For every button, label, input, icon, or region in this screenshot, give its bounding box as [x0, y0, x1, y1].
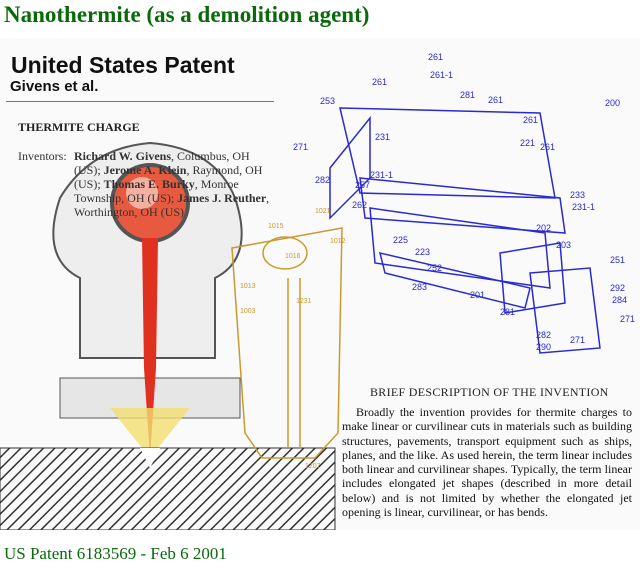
figure-label: 221 [520, 138, 535, 148]
patent-collage-image: 261 261-1 261 281 261 261 221 200 253 231 271 261 23… [0, 38, 640, 530]
figure-label: 225 [393, 235, 408, 245]
figure-label: 1013 [240, 283, 256, 290]
inventor-name: James J. Reuther [177, 191, 267, 205]
figure-label: 231-1 [370, 170, 393, 180]
brief-description-heading: BRIEF DESCRIPTION OF THE INVENTION [370, 385, 609, 399]
figure-label: 282 [315, 175, 330, 185]
figure-label: 200 [605, 98, 620, 108]
figure-label: 271 [570, 335, 585, 345]
figure-label: 292 [610, 283, 625, 293]
figure-label: 251 [610, 255, 625, 265]
figure-label: 262 [352, 200, 367, 210]
figure-label: 202 [536, 223, 551, 233]
inventor-place: , Raymond, OH (US); [74, 163, 263, 191]
divider [6, 101, 274, 102]
figure-label: 261 [540, 142, 555, 152]
figure-label: 283 [412, 282, 427, 292]
inventor-place: , Monroe Township, OH (US); [74, 177, 239, 205]
figure-label: 231 [375, 132, 390, 142]
brief-description-text: Broadly the invention provides for therm… [342, 405, 632, 519]
figure-label: 1207 [305, 463, 321, 470]
figure-label: 271 [620, 314, 635, 324]
figure-label: 1231 [296, 298, 312, 305]
figure-label: 203 [556, 240, 571, 250]
figure-label: 1003 [240, 308, 256, 315]
patent-drawings [0, 107, 601, 530]
figure-label: 257 [355, 180, 370, 190]
figure-label: 290 [536, 342, 551, 352]
figure-label: 1016 [285, 253, 301, 260]
figure-label: 261 [428, 52, 443, 62]
figure-label: 282 [536, 330, 551, 340]
patent-caption: US Patent 6183569 - Feb 6 2001 [4, 544, 227, 563]
inventor-place: , Worthington, OH (US) [74, 191, 270, 219]
figure-label: 223 [415, 247, 430, 257]
brief-text: Broadly the invention provides for therm… [342, 405, 632, 520]
figure-label: 281 [500, 307, 515, 317]
inventors-label: Inventors: [18, 149, 67, 163]
linear-charge-drawing [231, 227, 343, 459]
figure-label: 271 [293, 142, 308, 152]
inventors-list: Richard W. Givens, Columbus, OH (US); Je… [74, 149, 274, 219]
shaped-charge-drawing [0, 141, 336, 530]
page-title: Nanothermite (as a demolition agent) [4, 2, 370, 27]
figure-labels: 261 261-1 261 281 261 261 221 200 253 231 271 261 23… [240, 52, 635, 470]
invention-title: THERMITE CHARGE [18, 120, 140, 134]
figure-label: 261-1 [430, 70, 453, 80]
figure-label: 261 [488, 95, 503, 105]
patent-heading: United States Patent [11, 52, 235, 78]
inventor-place: , Columbus, OH (US); [74, 149, 250, 177]
figure-label: 231-1 [572, 202, 595, 212]
figure-label: 233 [570, 190, 585, 200]
figure-label: 261 [372, 77, 387, 87]
figure-label: 201 [470, 290, 485, 300]
inventor-name: Jerome A. Klein [103, 163, 187, 177]
exploded-assembly-drawing [329, 107, 601, 354]
figure-label: 261 [523, 115, 538, 125]
figure-label: 284 [612, 295, 627, 305]
figure-label: 281 [460, 90, 475, 100]
figure-label: 253 [320, 96, 335, 106]
figure-label: 1015 [268, 223, 284, 230]
inventor-name: Thomas E. Burky [103, 177, 195, 191]
inventor-name: Richard W. Givens [74, 149, 172, 163]
figure-label: 1012 [330, 238, 346, 245]
patent-assignee: Givens et al. [10, 78, 99, 95]
figure-label: 1021 [315, 208, 331, 215]
figure-label: 252 [427, 263, 442, 273]
